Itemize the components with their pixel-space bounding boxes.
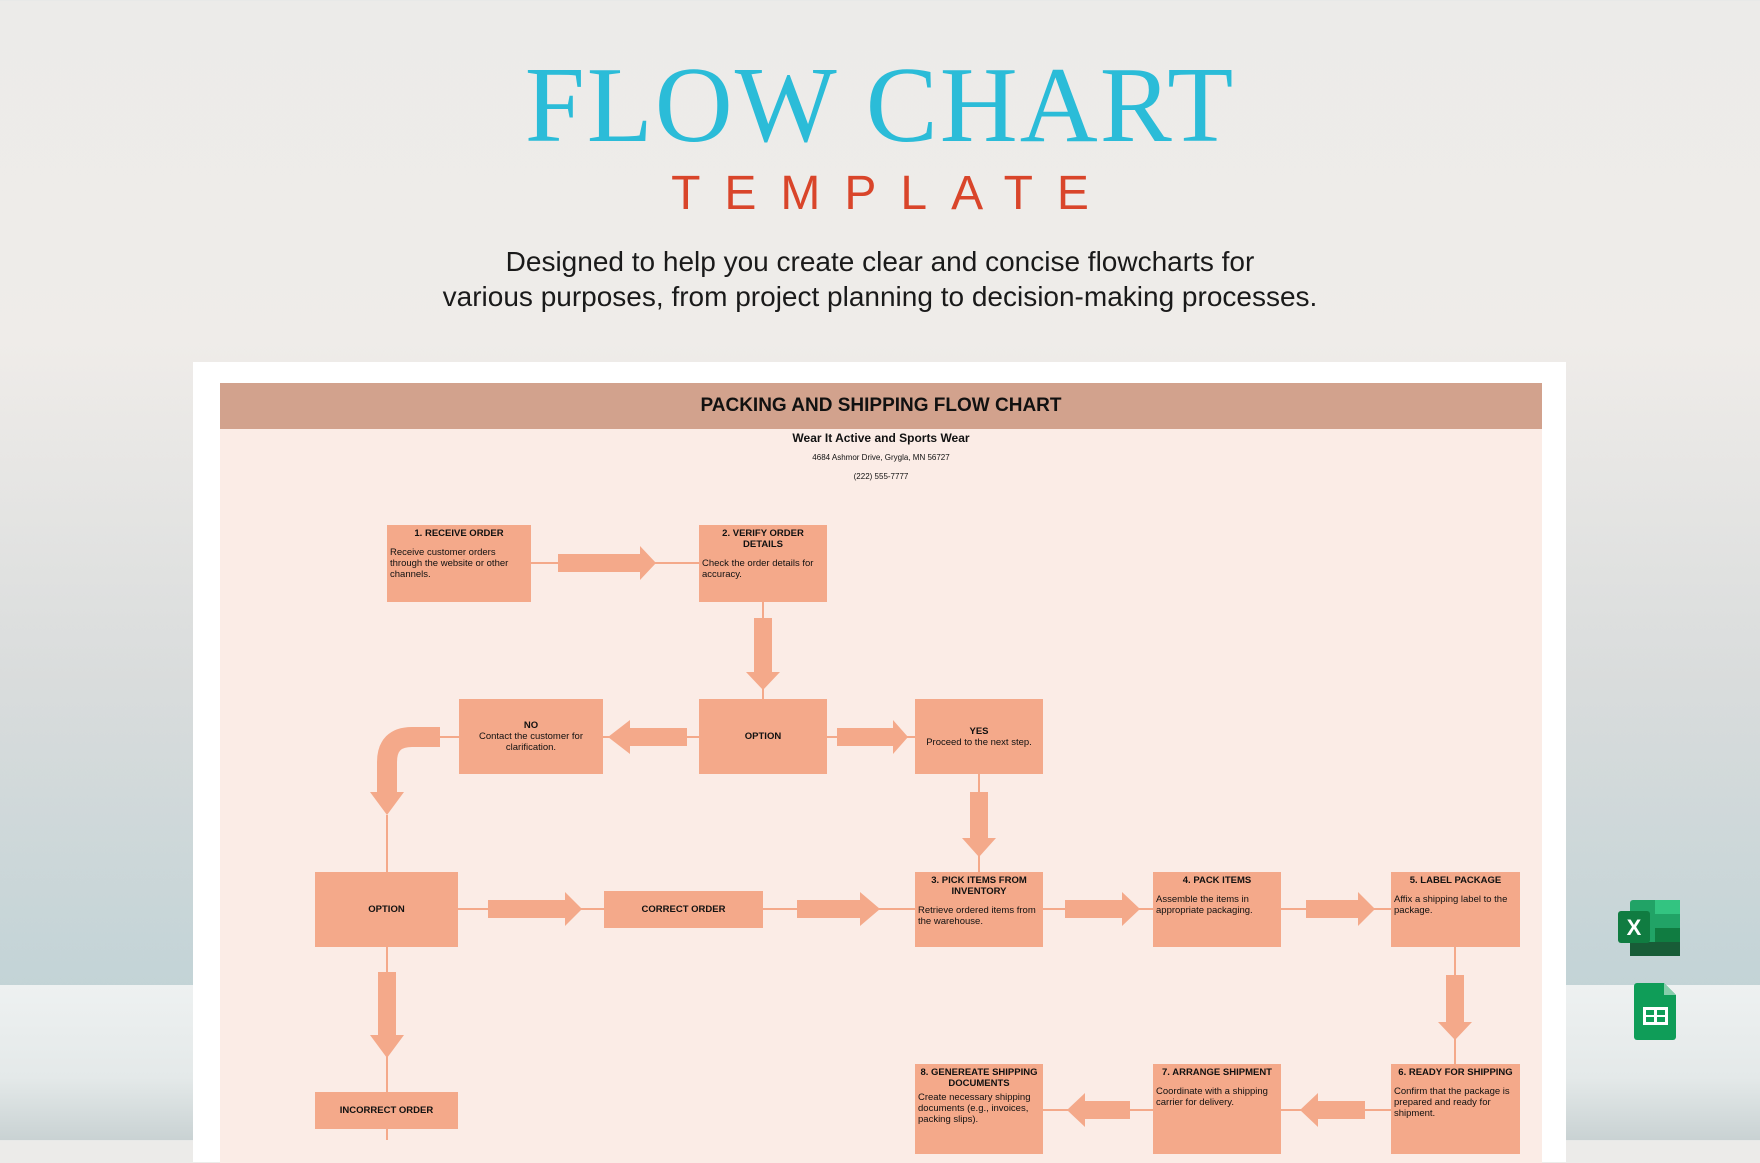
node-title: NO xyxy=(523,720,539,731)
node-ready-for-shipping: 6. READY FOR SHIPPING Confirm that the p… xyxy=(1391,1064,1520,1154)
arrow-down-icon xyxy=(962,792,996,857)
node-desc: Check the order details for accuracy. xyxy=(702,558,814,580)
node-pack-items: 4. PACK ITEMS Assemble the items in appr… xyxy=(1153,872,1281,947)
description-line-2: various purposes, from project planning … xyxy=(442,281,1318,312)
svg-text:X: X xyxy=(1627,915,1642,940)
node-incorrect-order: INCORRECT ORDER xyxy=(315,1092,458,1129)
node-yes: YES Proceed to the next step. xyxy=(915,699,1043,774)
company-address: 4684 Ashmor Drive, Grygla, MN 56727 xyxy=(812,453,950,462)
arrow-right-icon xyxy=(797,892,880,926)
node-title: OPTION xyxy=(368,904,405,915)
excel-icon[interactable]: X xyxy=(1616,898,1682,958)
node-label-package: 5. LABEL PACKAGE Affix a shipping label … xyxy=(1391,872,1520,947)
node-title: 3. PICK ITEMS FROM INVENTORY xyxy=(931,875,1027,897)
arrow-right-icon xyxy=(488,892,582,926)
node-title: 5. LABEL PACKAGE xyxy=(1409,875,1502,886)
hero-subtitle: TEMPLATE xyxy=(671,167,1113,220)
node-desc: Assemble the items in appropriate packag… xyxy=(1156,894,1253,916)
node-option-1: OPTION xyxy=(699,699,827,774)
node-title: CORRECT ORDER xyxy=(641,904,726,915)
hero-title: FLOW CHART xyxy=(524,46,1236,165)
arrow-down-icon xyxy=(370,792,404,815)
arrow-right-icon xyxy=(558,546,656,580)
description-line-1: Designed to help you create clear and co… xyxy=(505,246,1255,277)
node-desc: Proceed to the next step. xyxy=(926,736,1032,748)
google-sheets-icon[interactable] xyxy=(1634,983,1678,1041)
node-desc: Confirm that the package is prepared and… xyxy=(1394,1086,1510,1119)
node-title: YES xyxy=(969,725,989,737)
sheet-title: PACKING AND SHIPPING FLOW CHART xyxy=(220,383,1542,429)
node-no: NO Contact the customer for clarificatio… xyxy=(459,699,603,774)
node-title: INCORRECT ORDER xyxy=(339,1105,434,1116)
node-desc: Retrieve ordered items from the warehous… xyxy=(918,905,1036,927)
node-desc: Coordinate with a shipping carrier for d… xyxy=(1156,1086,1268,1108)
node-option-2: OPTION xyxy=(315,872,458,947)
node-desc: Affix a shipping label to the package. xyxy=(1394,894,1508,916)
arrow-left-icon xyxy=(1067,1093,1130,1127)
arrow-right-icon xyxy=(837,720,908,754)
curved-arrow-icon xyxy=(377,727,440,792)
node-title: 2. VERIFY ORDER DETAILS xyxy=(722,528,804,550)
arrow-down-icon xyxy=(746,618,780,690)
arrow-right-icon xyxy=(1306,892,1375,926)
company-name: Wear It Active and Sports Wear xyxy=(792,431,970,445)
node-title: 4. PACK ITEMS xyxy=(1182,875,1252,886)
node-receive-order: 1. RECEIVE ORDER Receive customer orders… xyxy=(387,525,531,602)
node-desc: Create necessary shipping documents (e.g… xyxy=(918,1092,1031,1125)
node-correct-order: CORRECT ORDER xyxy=(604,891,763,928)
arrow-left-icon xyxy=(608,720,687,754)
node-arrange-shipment: 7. ARRANGE SHIPMENT Coordinate with a sh… xyxy=(1153,1064,1281,1154)
node-verify-order: 2. VERIFY ORDER DETAILS Check the order … xyxy=(699,525,827,602)
hero-description: Designed to help you create clear and co… xyxy=(0,244,1760,314)
node-title: 8. GENEREATE SHIPPING DOCUMENTS xyxy=(920,1067,1038,1089)
flowchart-sheet xyxy=(220,383,1542,1163)
node-pick-items: 3. PICK ITEMS FROM INVENTORY Retrieve or… xyxy=(915,872,1043,947)
company-phone: (222) 555-7777 xyxy=(853,472,909,481)
node-desc: Contact the customer for clarification. xyxy=(478,731,584,753)
node-generate-documents: 8. GENEREATE SHIPPING DOCUMENTS Create n… xyxy=(915,1064,1043,1154)
node-title: OPTION xyxy=(744,731,782,742)
node-desc: Receive customer orders through the webs… xyxy=(390,547,509,580)
node-title: 6. READY FOR SHIPPING xyxy=(1398,1067,1513,1078)
arrow-down-icon xyxy=(1438,975,1472,1040)
node-title: 1. RECEIVE ORDER xyxy=(414,528,504,539)
node-title: 7. ARRANGE SHIPMENT xyxy=(1162,1067,1272,1078)
arrow-down-icon xyxy=(370,972,404,1058)
arrow-right-icon xyxy=(1065,892,1140,926)
arrow-left-icon xyxy=(1300,1093,1365,1127)
